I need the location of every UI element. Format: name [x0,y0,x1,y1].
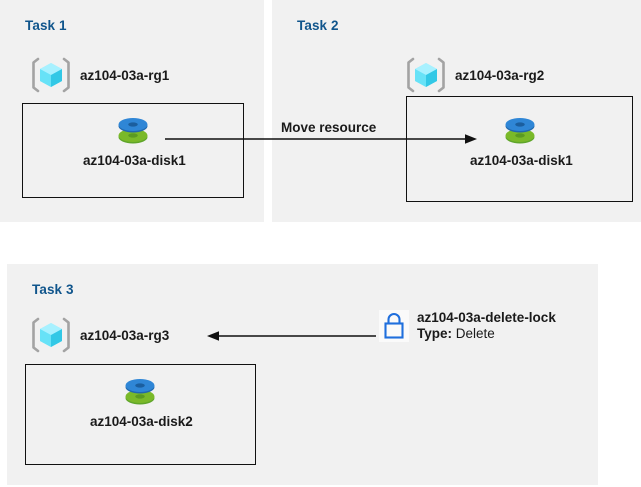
task-title-task1: Task 1 [25,18,67,33]
connector-move-resource [165,134,477,144]
resource-group-task1: az104-03a-rg1 [31,56,169,94]
task-title-task2: Task 2 [297,18,339,33]
connector-label-move-resource: Move resource [281,120,377,135]
task-panel-task1: Task 1 az104-03a-rg1 [0,0,264,222]
managed-disk-icon [118,118,148,144]
resource-label-task3: az104-03a-disk2 [90,414,193,429]
resource-box-task2 [406,96,633,202]
resource-group-task3: az104-03a-rg3 [31,316,169,354]
resource-lock-task3: az104-03a-delete-lock Type: Delete [379,310,556,342]
resource-task3: az104-03a-disk2 [90,374,193,429]
lock-icon [379,310,409,342]
connector-lock-applies-to [207,331,376,341]
lock-name: az104-03a-delete-lock [417,310,556,325]
resource-group-label-task3: az104-03a-rg3 [80,327,170,343]
managed-disk-icon [505,118,535,144]
lock-type: Type: Delete [417,325,556,342]
lock-type-label: Type: [417,326,453,341]
resource-group-label-task1: az104-03a-rg1 [80,67,170,83]
resource-box-task1 [22,103,244,198]
resource-task1: az104-03a-disk1 [83,113,186,168]
resource-box-task3 [25,364,256,465]
resource-group-icon [407,57,445,93]
lock-type-value: Delete [455,326,495,341]
lock-text-block: az104-03a-delete-lock Type: Delete [417,310,556,342]
task-panel-task3: Task 3 az104-03a-rg3 az104-03 [7,264,598,485]
resource-group-icon [32,317,70,353]
resource-label-task1: az104-03a-disk1 [83,153,186,168]
resource-group-task2: az104-03a-rg2 [406,56,544,94]
resource-label-task2: az104-03a-disk1 [470,153,573,168]
task-title-task3: Task 3 [32,282,74,297]
task-panel-task2: Task 2 az104-03a-rg2 az104-03 [272,0,641,222]
resource-group-label-task2: az104-03a-rg2 [455,67,545,83]
resource-group-icon [32,57,70,93]
managed-disk-icon [125,379,155,405]
resource-task2: az104-03a-disk1 [470,113,573,168]
